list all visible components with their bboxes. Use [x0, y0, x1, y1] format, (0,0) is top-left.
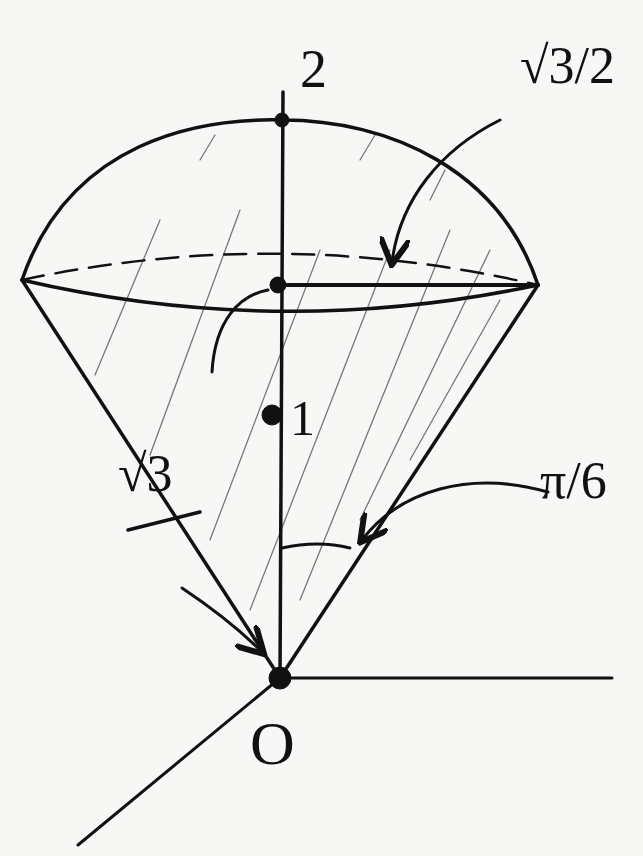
tick-mark — [128, 512, 200, 530]
spherical-cap — [22, 120, 538, 285]
angle-label: π/6 — [540, 455, 607, 507]
leader-arrow — [182, 588, 262, 652]
hatching — [95, 135, 500, 610]
point-label: 1 — [290, 393, 315, 443]
cone-side — [22, 280, 280, 678]
x-axis — [280, 677, 612, 680]
radius — [278, 283, 538, 287]
point — [275, 113, 289, 127]
origin-label: O — [250, 712, 295, 774]
z-axis — [280, 92, 283, 678]
cone-side — [280, 285, 538, 678]
leader-line — [212, 290, 268, 372]
slant-length-label: √3 — [118, 448, 173, 500]
point — [262, 405, 282, 425]
radius-label: √3/2 — [520, 40, 615, 92]
y-axis — [78, 678, 280, 845]
origin-point — [269, 667, 291, 689]
angle-arc — [282, 544, 350, 548]
leader-arrow — [362, 483, 548, 540]
leader-arrow — [392, 120, 500, 262]
point — [270, 277, 286, 293]
height-label: 2 — [300, 42, 327, 96]
